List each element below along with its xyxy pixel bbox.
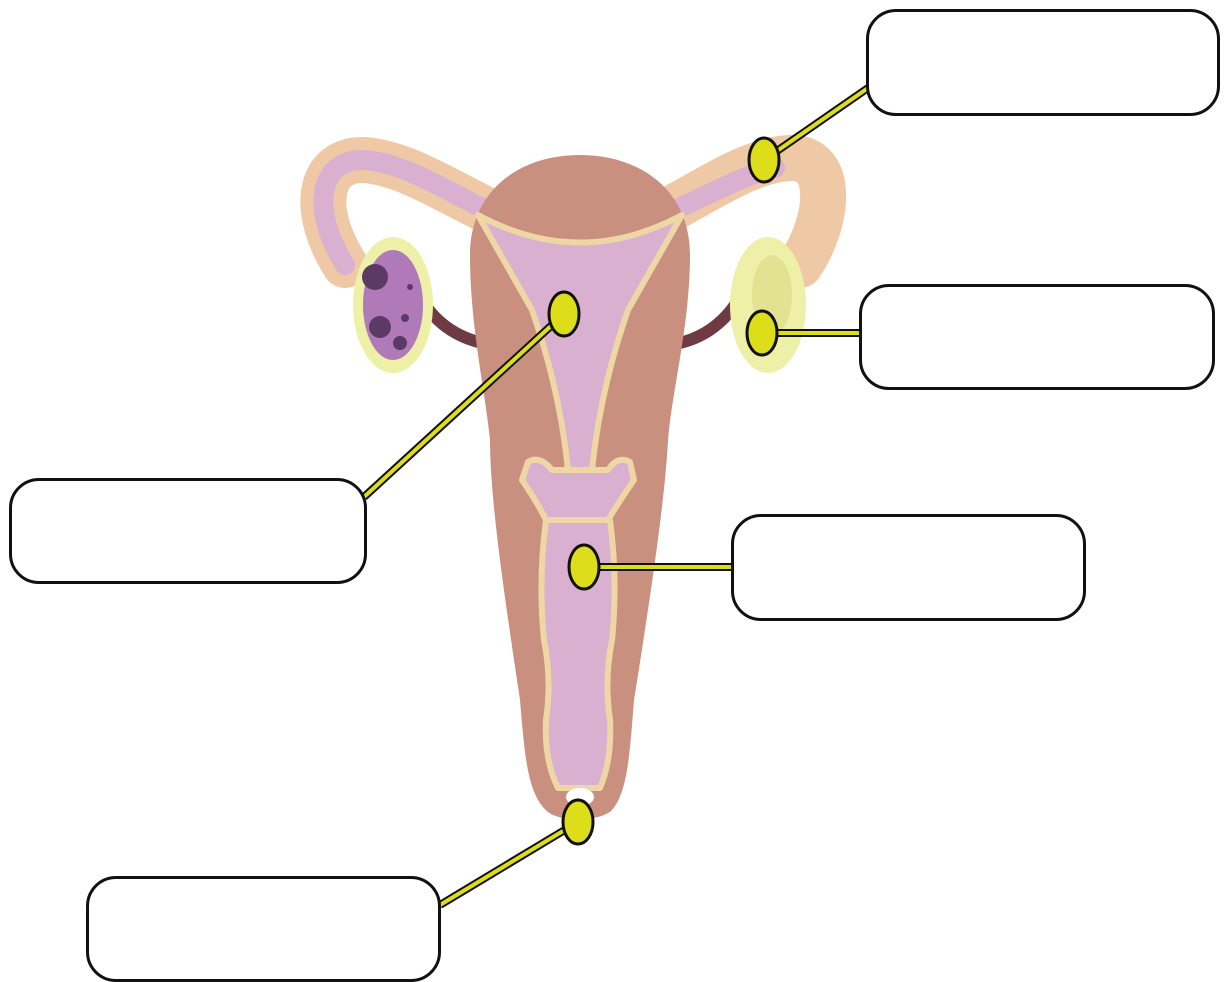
left-ovary-follicle	[362, 264, 388, 290]
marker-pin-4[interactable]	[569, 545, 599, 589]
left-ovary-follicle	[401, 314, 409, 322]
marker-pin-1[interactable]	[749, 138, 779, 182]
label-box-1[interactable]	[866, 9, 1220, 116]
marker-pin-5[interactable]	[563, 800, 593, 844]
label-box-4[interactable]	[731, 514, 1086, 621]
marker-pin-2[interactable]	[747, 311, 777, 355]
left-ovary-follicle	[369, 316, 391, 338]
left-ovary-follicle	[393, 336, 407, 350]
label-box-5[interactable]	[86, 876, 441, 982]
marker-pin-3[interactable]	[549, 292, 579, 336]
left-ovary-follicle	[407, 284, 413, 290]
label-box-2[interactable]	[859, 284, 1215, 390]
leader-line-5	[440, 822, 578, 905]
label-box-3[interactable]	[9, 478, 367, 584]
